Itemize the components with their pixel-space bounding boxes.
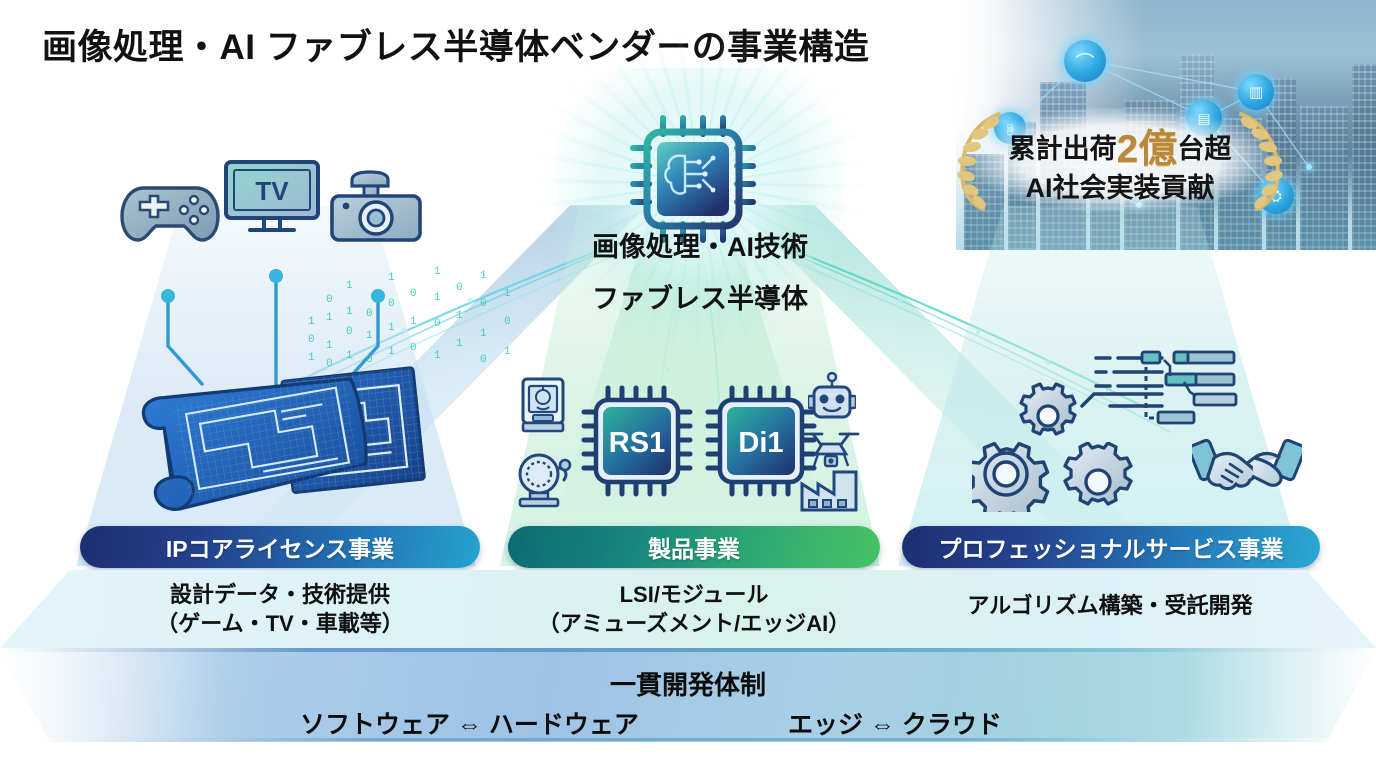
- robot-icon: [808, 372, 856, 419]
- sub-line-1: 設計データ・技術提供: [169, 582, 390, 607]
- hero-label-line2: ファブレス半導体: [592, 284, 808, 314]
- achievement-badge: 累計出荷2億台超 AI社会実装貢献: [955, 104, 1285, 216]
- gear-large-icon: [972, 441, 1050, 512]
- badge-suffix: 台超: [1177, 134, 1232, 164]
- page-title: 画像処理・AI ファブレス半導体ベンダーの事業構造: [42, 28, 870, 67]
- sub-line-1: LSI/モジュール: [619, 582, 769, 607]
- tv-icon: TV: [224, 160, 320, 232]
- foundation-title: 一貫開発体制: [609, 670, 766, 700]
- lsi-chip-icon-2: Di1: [705, 385, 817, 497]
- blueprint-icon: [141, 366, 426, 511]
- foundation-bottom-edge: [40, 738, 1340, 741]
- badge-line-1: 累計出荷2億台超: [955, 118, 1285, 174]
- tv-screen-label: TV: [255, 176, 289, 206]
- hero-label-line1: 画像処理・AI技術: [592, 232, 808, 262]
- hero-chip-label: 画像処理・AI技術 ファブレス半導体: [520, 225, 880, 316]
- pillar-subtitle-service: アルゴリズム構築・受託開発: [900, 591, 1320, 620]
- document-lines-icon: [1080, 356, 1164, 408]
- badge-highlight: 2億: [1116, 128, 1178, 171]
- slot-machine-icon: [518, 453, 572, 508]
- badge-glow: [973, 108, 1267, 212]
- foundation-pair-2: エッジ ⇔ クラウド: [788, 711, 1002, 739]
- foundation-band: [0, 648, 1376, 742]
- pillar-subtitle-ip-core: 設計データ・技術提供 （ゲーム・TV・車載等）: [80, 580, 480, 638]
- ai-chip-brain-icon: [630, 115, 756, 243]
- pillar-title-ip-core[interactable]: IPコアライセンス事業: [80, 526, 480, 568]
- handshake-icon: [1192, 438, 1302, 491]
- laurel-left-icon: [957, 112, 1001, 211]
- sub-line-2: （アミューズメント/エッジAI）: [537, 611, 851, 637]
- chip-label-di1: Di1: [738, 427, 783, 459]
- drone-icon: [802, 432, 860, 468]
- pillar-title-service[interactable]: プロフェッショナルサービス事業: [902, 526, 1320, 568]
- gantt-chart-icon: [1140, 350, 1238, 425]
- chip-label-rs1: RS1: [609, 427, 665, 459]
- wifi-icon: ⌒: [1064, 40, 1106, 82]
- subtitle-band: [0, 570, 1376, 648]
- badge-line-2: AI社会実装貢献: [1025, 173, 1215, 203]
- dashcam-icon: [330, 170, 422, 242]
- foundation-pair-1: ソフトウェア ⇔ ハードウェア: [300, 711, 639, 739]
- buildings-icon: ▥: [1238, 74, 1274, 110]
- pillar-title-product[interactable]: 製品事業: [508, 526, 880, 568]
- gear-medium-icon: [1063, 442, 1133, 506]
- sub-line-1: アルゴリズム構築・受託開発: [967, 593, 1253, 618]
- gears-group-icon: [972, 382, 1077, 512]
- foundation-top-edge: [0, 648, 1376, 652]
- crane-game-icon: [521, 377, 565, 433]
- lsi-chip-icon: RS1: [581, 385, 693, 497]
- factory-icon: [800, 470, 858, 512]
- sub-line-2: （ゲーム・TV・車載等）: [156, 611, 404, 637]
- laurel-right-icon: [1239, 112, 1283, 211]
- gear-small-icon: [1019, 382, 1077, 436]
- badge-prefix: 累計出荷: [1008, 134, 1117, 164]
- gamepad-icon: [120, 186, 220, 242]
- pillar-subtitle-product: LSI/モジュール （アミューズメント/エッジAI）: [498, 580, 890, 638]
